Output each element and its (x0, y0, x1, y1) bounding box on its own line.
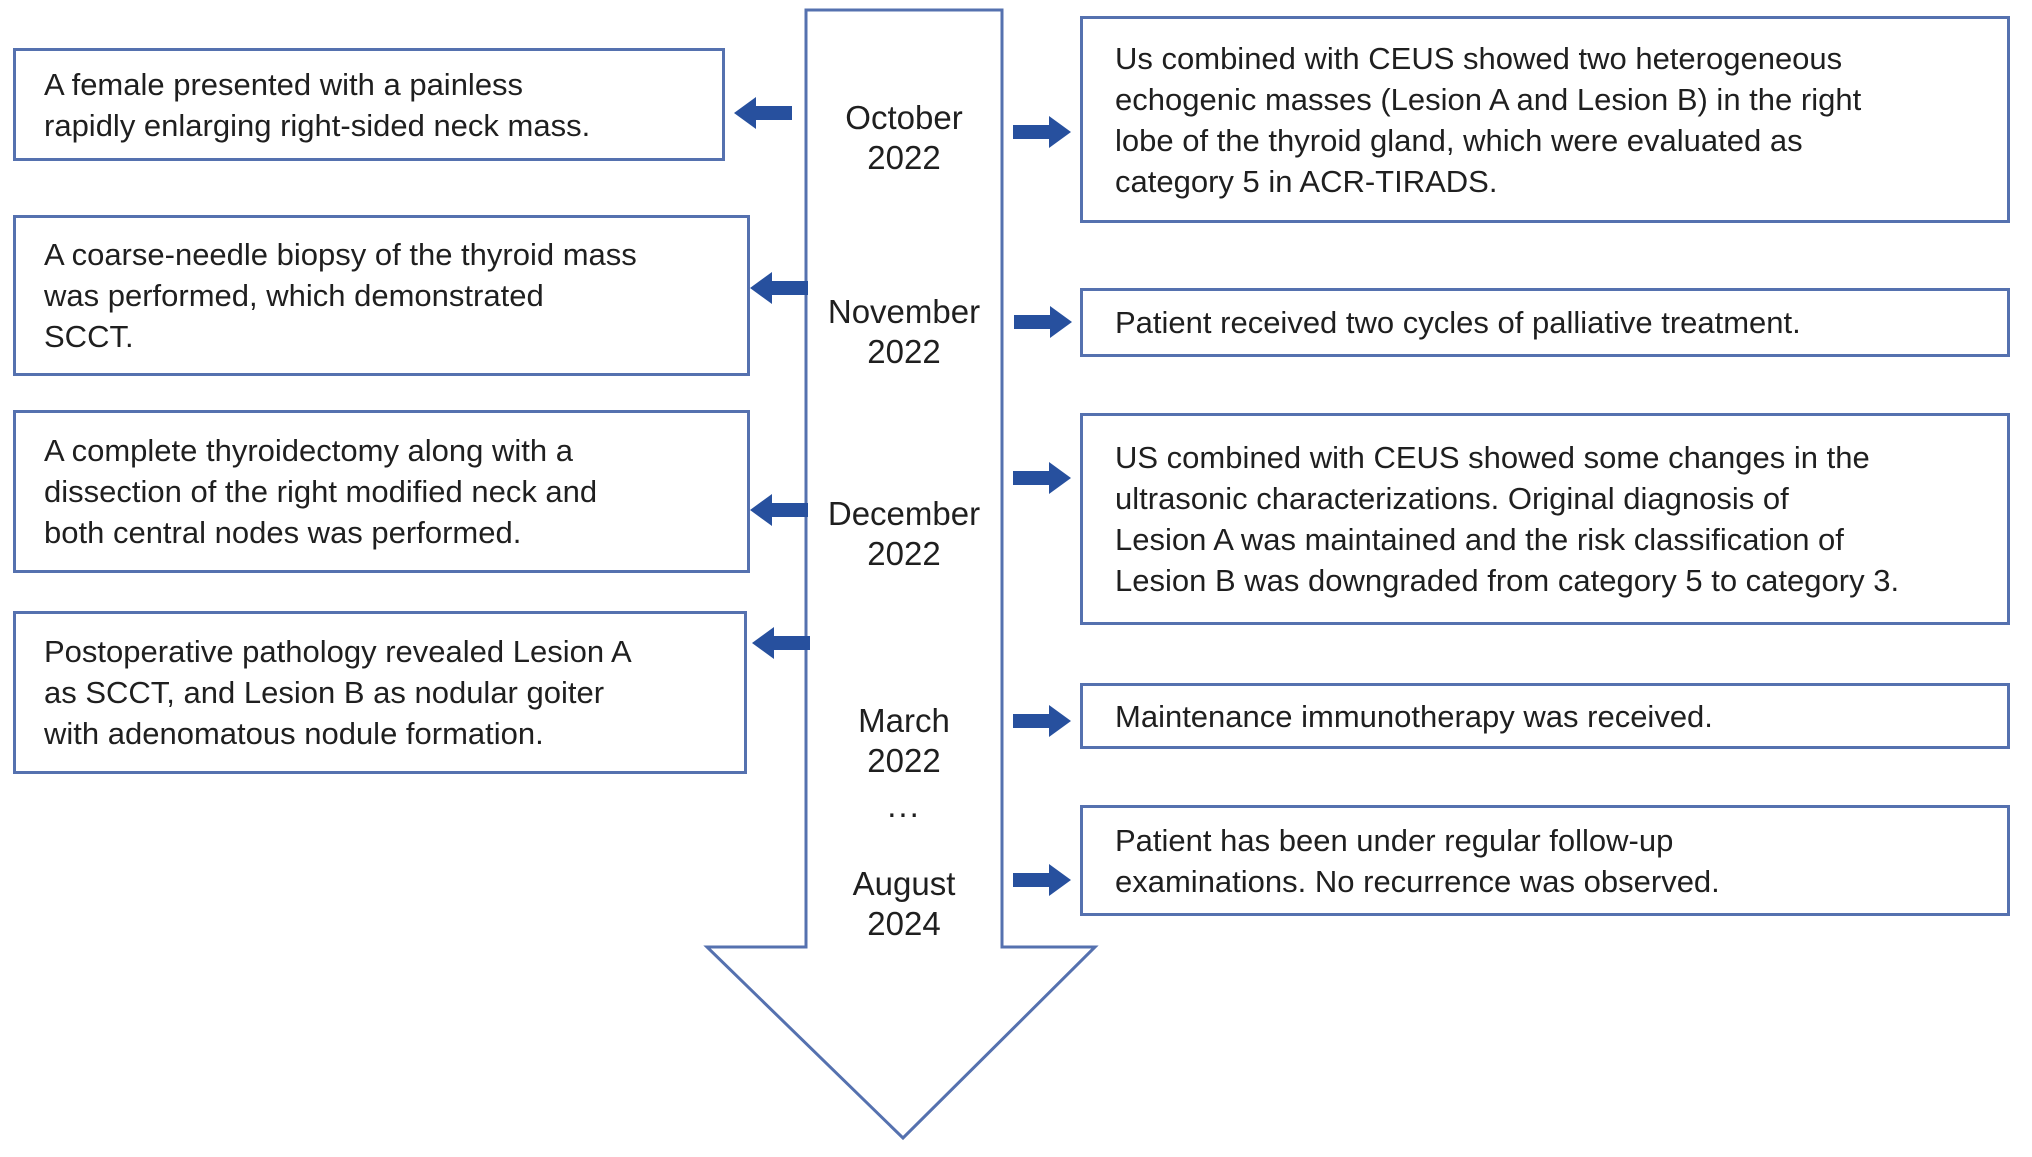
date-october-2022: October 2022 (845, 99, 963, 176)
arrow-right-icon (1013, 116, 1071, 148)
event-box-ceus-followup: US combined with CEUS showed some change… (1080, 413, 2010, 625)
date-august-2024: August 2024 (852, 865, 956, 942)
arrow-left-icon (750, 494, 808, 526)
arrow-right-icon (1013, 462, 1071, 494)
arrow-right-icon (1014, 306, 1072, 338)
timeline-arrow-shape (703, 8, 1099, 1141)
event-box-ceus-initial: Us combined with CEUS showed two heterog… (1080, 16, 2010, 223)
date-march-2022: March 2022 (858, 702, 950, 779)
timeline-ellipsis: ... (887, 787, 921, 824)
date-november-2022: November 2022 (827, 293, 981, 370)
arrow-left-icon (734, 97, 792, 129)
event-box-presentation: A female presented with a painless rapid… (13, 48, 725, 161)
arrow-left-icon (750, 272, 808, 304)
event-box-pathology: Postoperative pathology revealed Lesion … (13, 611, 747, 774)
event-box-biopsy: A coarse-needle biopsy of the thyroid ma… (13, 215, 750, 376)
arrow-right-icon (1013, 705, 1071, 737)
event-box-thyroidectomy: A complete thyroidectomy along with a di… (13, 410, 750, 573)
arrow-left-icon (752, 627, 810, 659)
event-box-palliative-treatment: Patient received two cycles of palliativ… (1080, 288, 2010, 357)
arrow-right-icon (1013, 864, 1071, 896)
date-december-2022: December 2022 (827, 495, 981, 572)
event-box-regular-followup: Patient has been under regular follow-up… (1080, 805, 2010, 916)
event-box-immunotherapy: Maintenance immunotherapy was received. (1080, 683, 2010, 749)
